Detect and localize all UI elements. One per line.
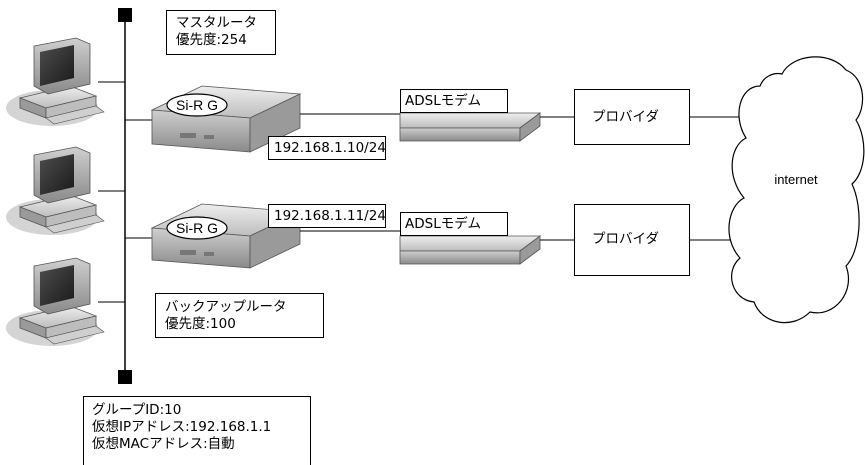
- group-info-box: グループID:10 仮想IPアドレス:192.168.1.1 仮想MACアドレス…: [83, 396, 311, 465]
- internet-cloud: [728, 56, 865, 324]
- provider-bottom-label: プロバイダ: [592, 231, 659, 247]
- provider-bottom-box: プロバイダ: [574, 204, 690, 276]
- modem-provider-links: [540, 116, 574, 241]
- virtual-mac-label: 仮想MACアドレス:自動: [92, 436, 235, 452]
- backup-router-label: バックアップルータ: [165, 299, 287, 315]
- router-bottom-badge-label: Si-R G: [176, 220, 218, 236]
- group-id-label: グループID:10: [92, 402, 182, 418]
- bus-terminator-bottom: [118, 370, 132, 384]
- master-router-priority: 優先度:254: [176, 32, 247, 48]
- modem-top: [399, 112, 542, 142]
- provider-top-box: プロバイダ: [574, 89, 690, 145]
- router-top-ip-box: 192.168.1.10/24: [268, 136, 386, 160]
- modem-bottom-label: ADSLモデム: [405, 216, 481, 232]
- modem-top-label: ADSLモデム: [405, 93, 481, 109]
- master-router-box: マスタルータ 優先度:254: [166, 10, 276, 55]
- modem-bottom-label-box: ADSLモデム: [400, 212, 508, 236]
- router-bottom-badge: Si-R G: [166, 216, 228, 240]
- master-router-label: マスタルータ: [176, 15, 257, 31]
- bus-terminator-top: [118, 8, 132, 22]
- modem-bottom: [399, 235, 542, 265]
- modem-top-label-box: ADSLモデム: [400, 89, 508, 113]
- pc-2: [6, 146, 105, 235]
- router-top-ip: 192.168.1.10/24: [274, 140, 386, 156]
- provider-top-label: プロバイダ: [592, 109, 659, 125]
- backup-router-priority: 優先度:100: [165, 316, 236, 332]
- router-bottom-ip-box: 192.168.1.11/24: [268, 204, 386, 228]
- pc-connections: [98, 81, 125, 303]
- virtual-ip-label: 仮想IPアドレス:192.168.1.1: [92, 419, 272, 435]
- router-modem-links: [300, 113, 400, 232]
- backup-router-box: バックアップルータ 優先度:100: [155, 293, 324, 338]
- router-top-badge: Si-R G: [166, 93, 228, 117]
- router-bottom-ip: 192.168.1.11/24: [274, 208, 386, 224]
- pc-1: [6, 37, 105, 126]
- lan-router-links: [125, 119, 152, 239]
- router-top-badge-label: Si-R G: [176, 97, 218, 113]
- internet-label: internet: [774, 172, 818, 187]
- lan-bus: [118, 8, 132, 384]
- pc-3: [6, 257, 105, 346]
